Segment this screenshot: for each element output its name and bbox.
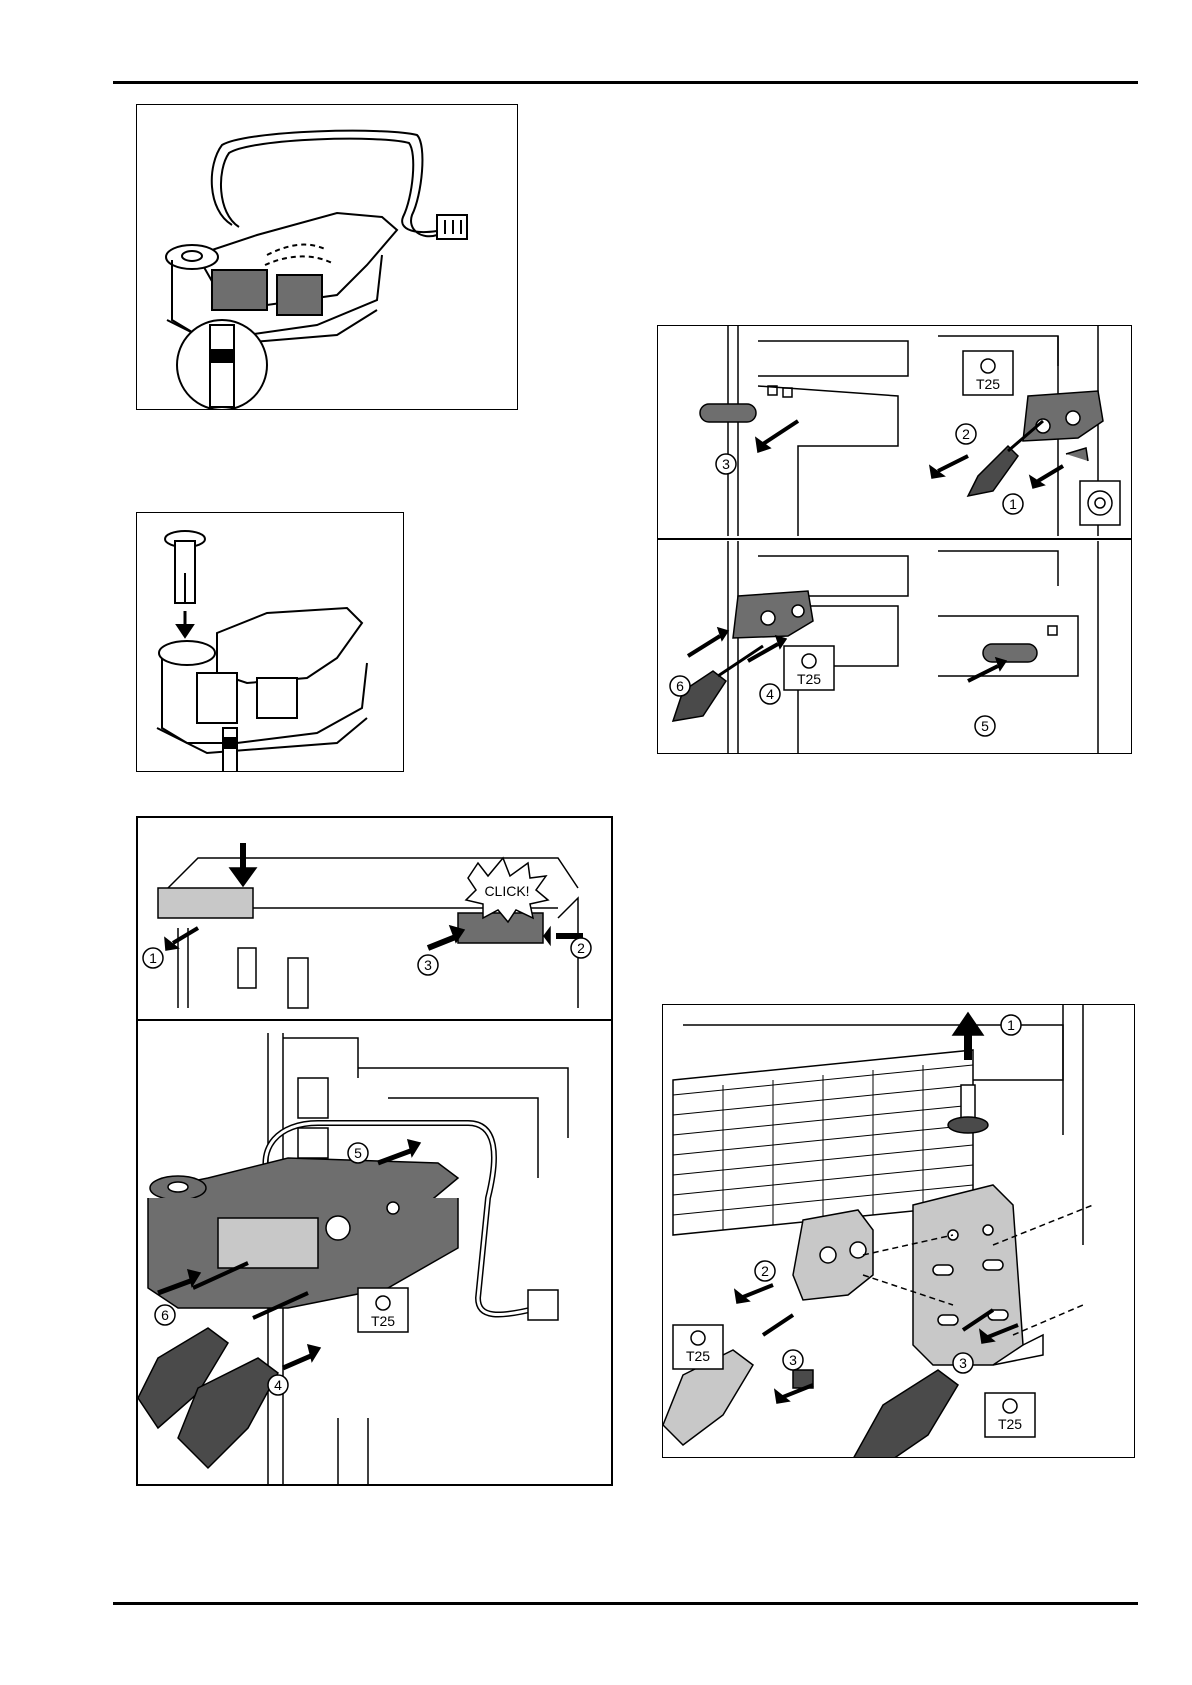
pin-insertion-illustration: [137, 513, 404, 772]
figure-pin-insertion: [136, 512, 404, 772]
bottom-rule: [113, 1602, 1138, 1605]
figure-hinge-cable: [136, 104, 518, 410]
hinge-bracket-illustration: 3 2 1 4 5 6 T25 T25: [658, 326, 1132, 754]
fig3-callout-1: 1: [1009, 496, 1017, 512]
fig4-tool-label: T25: [371, 1313, 395, 1329]
fig4-callout-2: 2: [577, 940, 585, 956]
fig3-callout-2: 2: [962, 426, 970, 442]
fig4-callout-1: 1: [149, 950, 157, 966]
fig3-callout-6: 6: [676, 678, 684, 694]
bracket-screw-illustration: 1 2 3 3 T25 T25: [663, 1005, 1135, 1458]
fig3-callout-4: 4: [766, 686, 774, 702]
fig4-callout-4: 4: [274, 1377, 282, 1393]
fig4-click-text: CLICK!: [484, 883, 529, 899]
fig4-callout-6: 6: [161, 1307, 169, 1323]
top-rule: [113, 81, 1138, 84]
fig5-callout-2: 2: [761, 1263, 769, 1279]
fig5-tool-label-left: T25: [686, 1348, 710, 1364]
hinge-cable-illustration: [137, 105, 518, 410]
fig5-tool-label-right: T25: [998, 1416, 1022, 1432]
fig4-callout-5: 5: [354, 1145, 362, 1161]
figure-cover-and-hinge-mounting: CLICK! 1 2 3 4 5 6 T25: [136, 816, 613, 1486]
fig3-tool-label-top: T25: [976, 376, 1000, 392]
figure-hinge-bracket-swap: 3 2 1 4 5 6 T25 T25: [657, 325, 1132, 754]
fig5-callout-3b: 3: [959, 1355, 967, 1371]
fig5-callout-1: 1: [1007, 1017, 1015, 1033]
cover-hinge-illustration: CLICK! 1 2 3 4 5 6 T25: [138, 818, 613, 1486]
fig3-callout-3: 3: [722, 456, 730, 472]
figure-bracket-screw-removal: 1 2 3 3 T25 T25: [662, 1004, 1135, 1458]
fig5-callout-3a: 3: [789, 1352, 797, 1368]
fig3-callout-5: 5: [981, 718, 989, 734]
fig4-callout-3: 3: [424, 957, 432, 973]
fig3-tool-label-bottom: T25: [797, 671, 821, 687]
